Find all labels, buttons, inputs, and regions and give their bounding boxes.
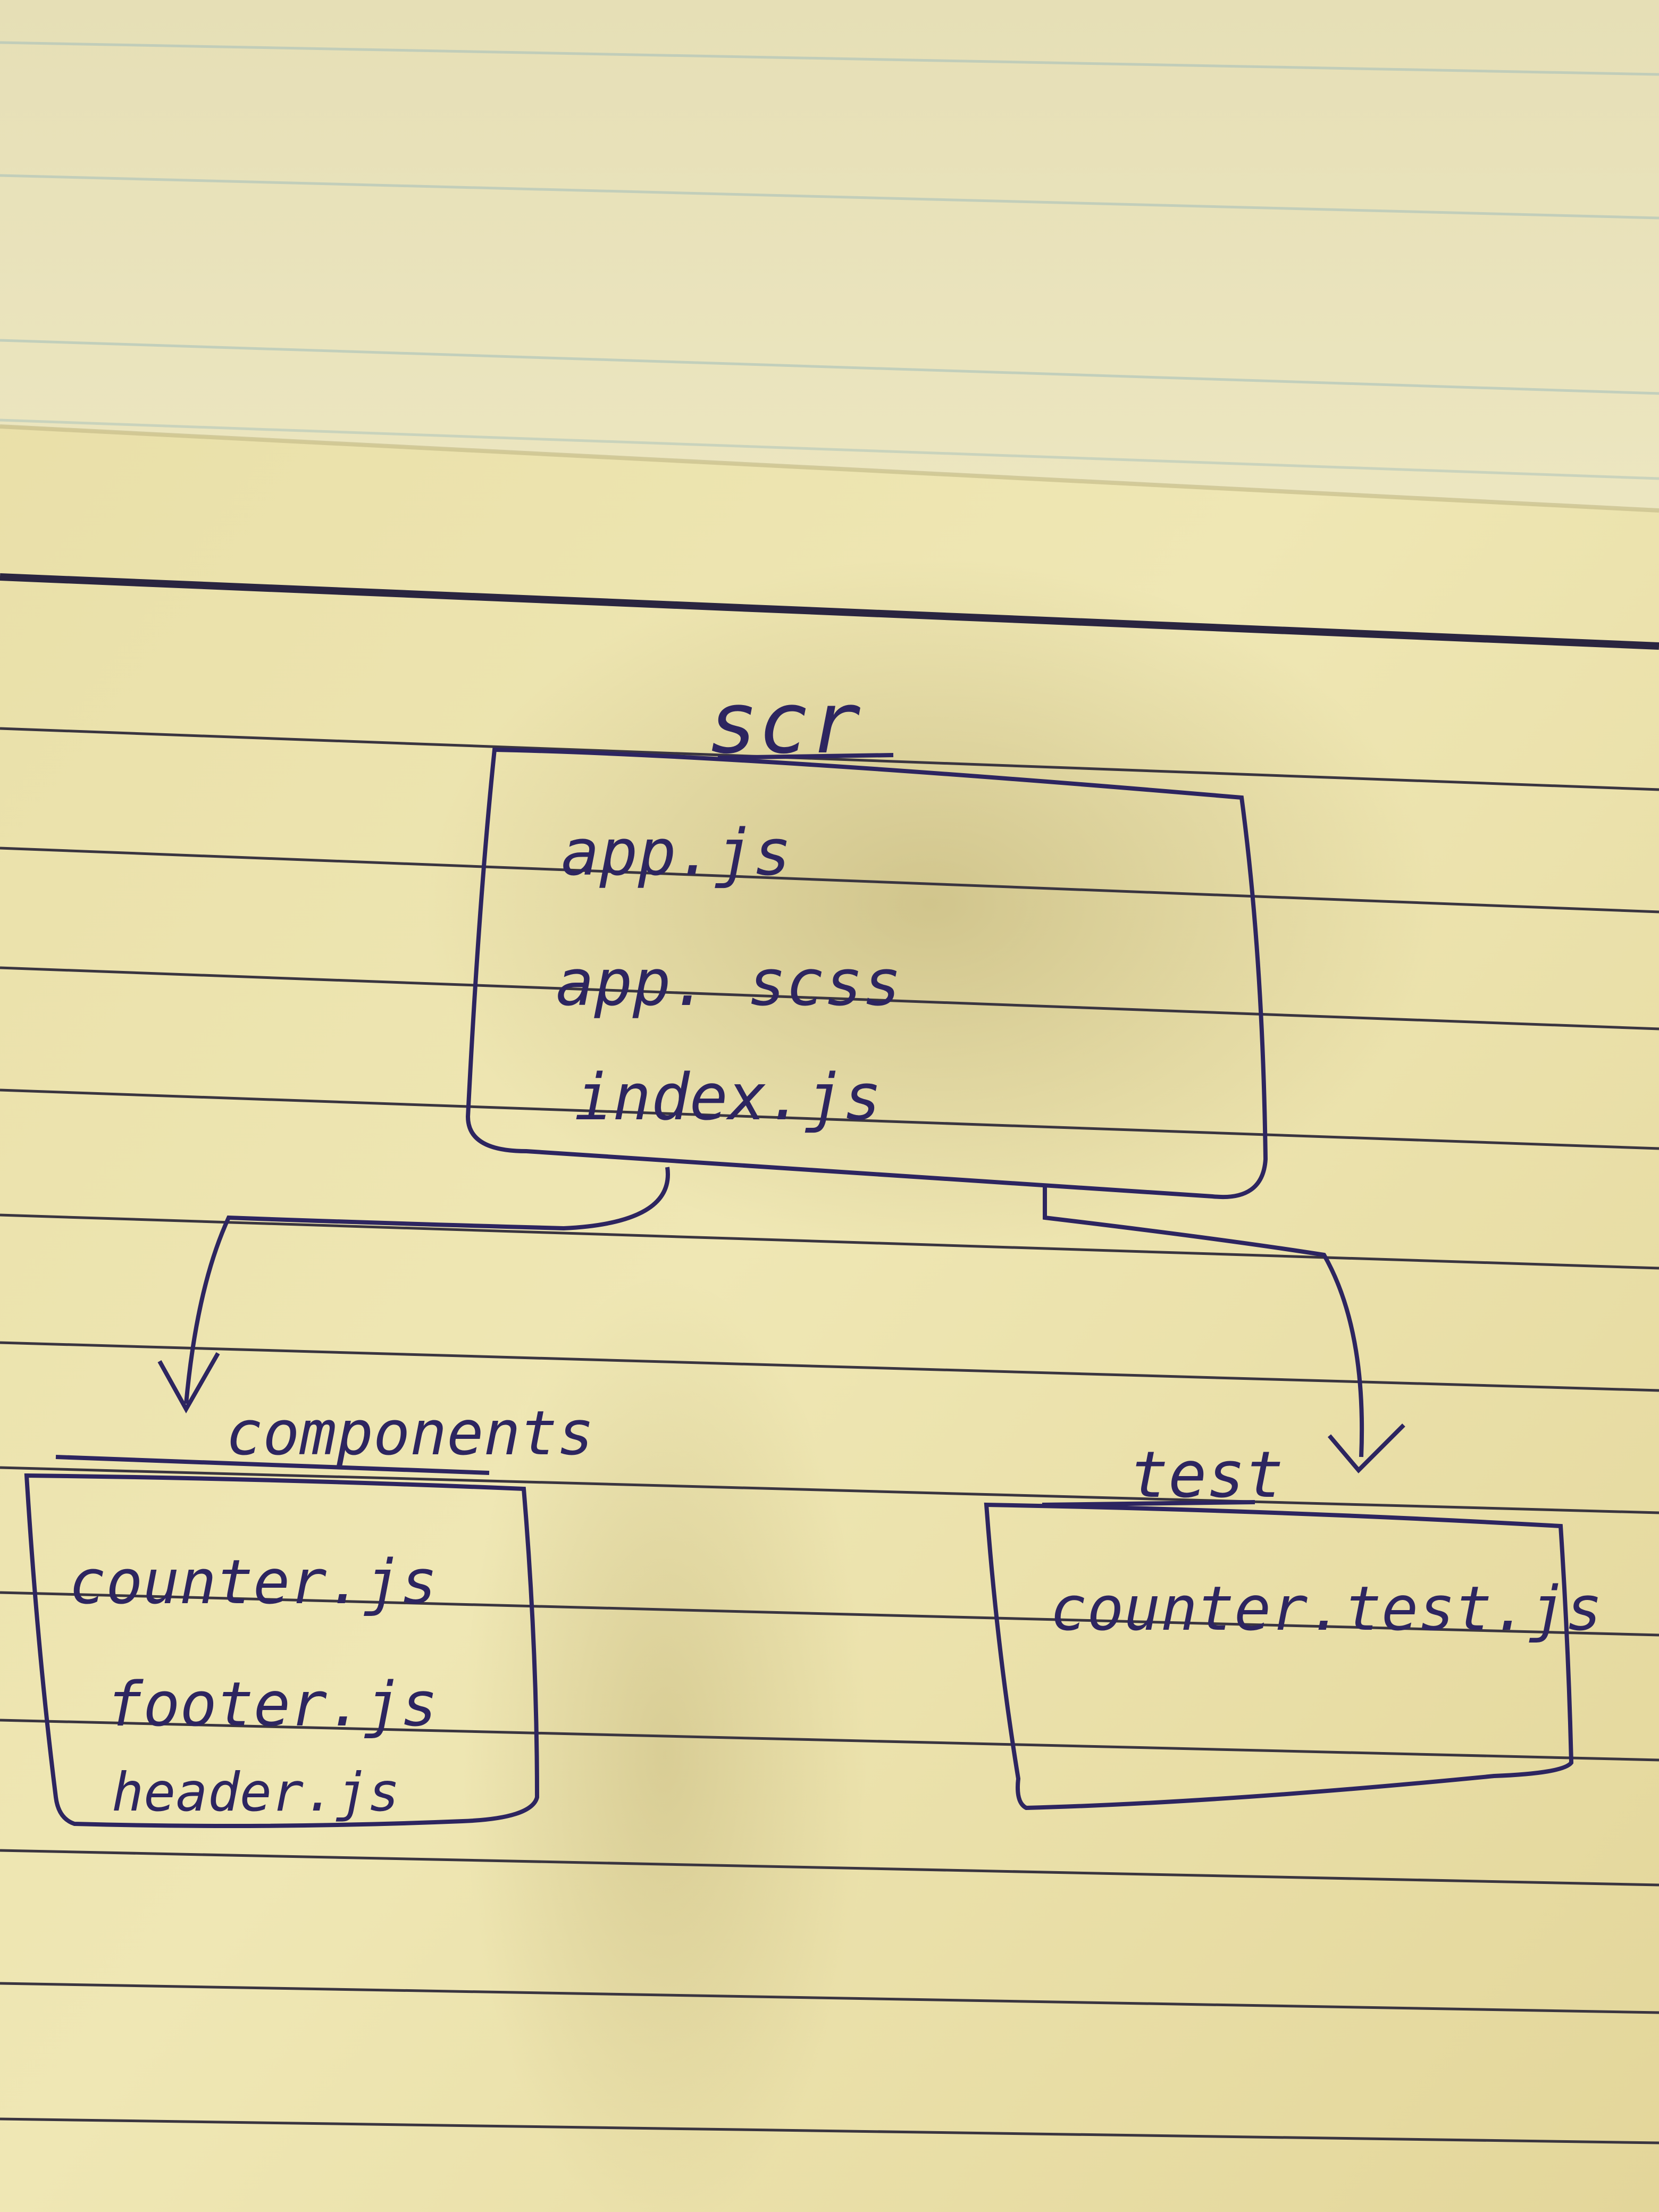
components-file-3: header.js — [112, 1761, 400, 1823]
ruled-lines — [0, 727, 1659, 2144]
components-file-2: footer.js — [106, 1669, 438, 1740]
root-folder-node: scr app.js app. scss index.js — [465, 673, 1268, 1200]
test-folder-label: test — [1130, 1438, 1284, 1512]
hand-shadow — [425, 558, 1436, 1250]
arrowhead-test — [1327, 1423, 1405, 1473]
test-folder-node: test counter.test.js — [984, 1438, 1603, 1811]
components-folder-box — [24, 1473, 540, 1828]
test-file-1: counter.test.js — [1050, 1573, 1603, 1645]
connector-to-test — [1043, 1186, 1364, 1457]
test-folder-box — [984, 1502, 1574, 1811]
connector-to-components — [184, 1167, 670, 1404]
root-file-1: app.js — [561, 816, 791, 890]
root-file-2: app. scss — [556, 946, 901, 1020]
components-folder-node: components counter.js footer.js header.j… — [24, 1398, 594, 1828]
top-margin-rule — [0, 573, 1659, 650]
components-label-underline — [55, 1455, 490, 1475]
connectors — [157, 1167, 1405, 1473]
test-label-underline — [1042, 1500, 1255, 1507]
root-label-underline — [717, 753, 894, 760]
root-folder-box — [465, 747, 1268, 1200]
components-file-1: counter.js — [69, 1547, 437, 1618]
top-page-flap — [0, 0, 1659, 513]
root-file-3: index.js — [574, 1061, 882, 1135]
arrowhead-components — [157, 1352, 220, 1414]
hand-shadow-lower — [463, 1276, 867, 2212]
components-folder-label: components — [226, 1398, 594, 1469]
